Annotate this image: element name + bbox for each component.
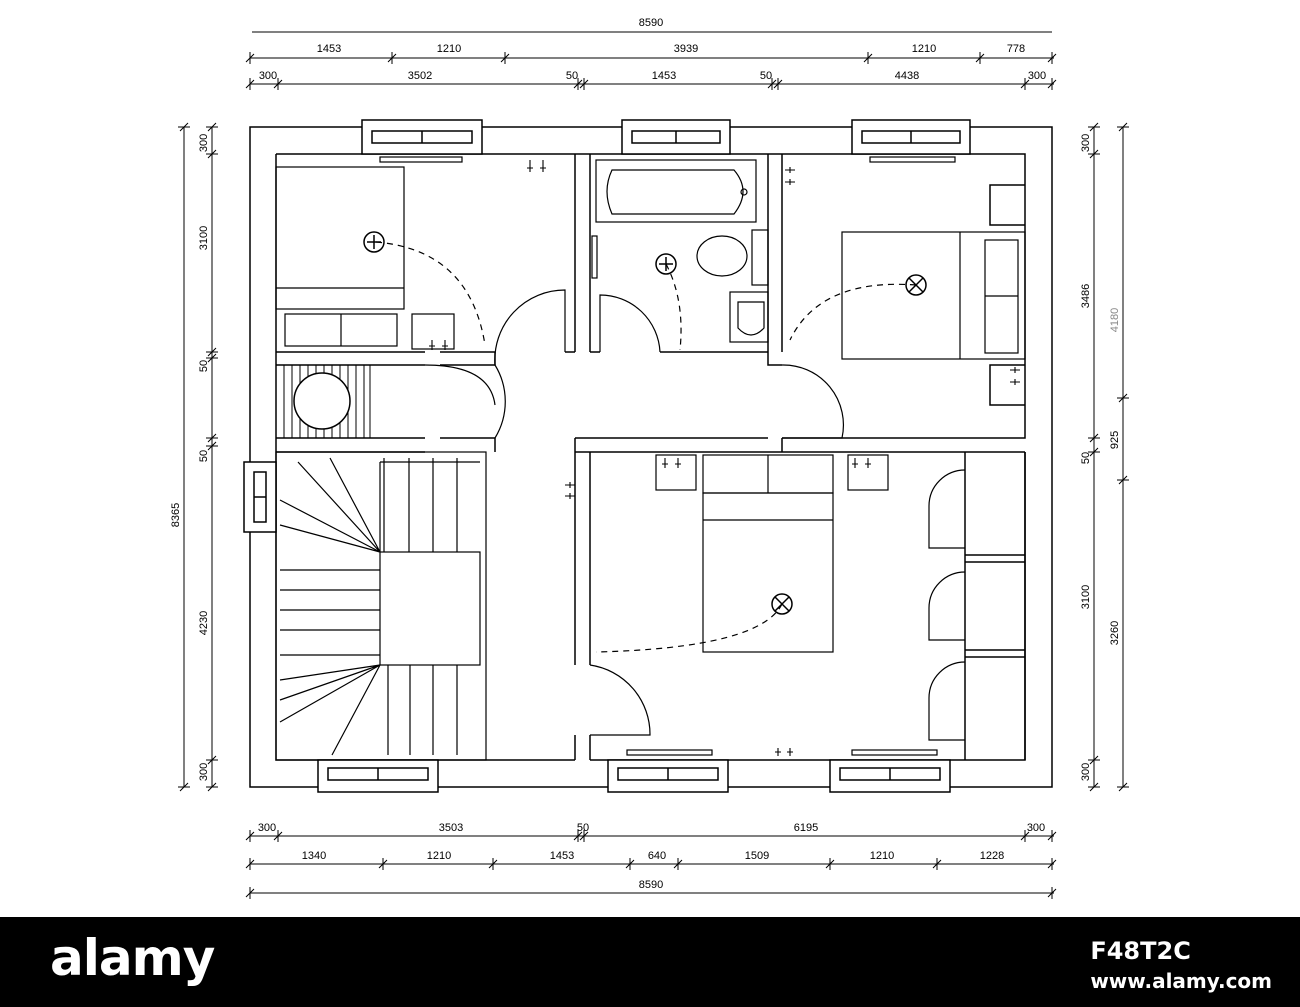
wardrobe-doors [928, 469, 966, 741]
bottom-row2-dim: 1340 [302, 850, 326, 862]
top-overall-dim: 8590 [639, 17, 663, 29]
left-dim: 300 [198, 134, 210, 152]
door-swings [424, 289, 845, 736]
furniture [275, 159, 1026, 653]
sockets [429, 160, 1020, 756]
dimension-lines [178, 31, 1129, 899]
top-row2-dim: 1453 [652, 70, 676, 82]
bottom-row2-dim: 1509 [745, 850, 769, 862]
top-row2-dim: 300 [1028, 70, 1046, 82]
right-outer-dim: 4180 [1109, 308, 1121, 332]
bottom-row2-dim: 1210 [870, 850, 894, 862]
bottom-row1-dim: 300 [258, 822, 276, 834]
top-row2-dim: 4438 [895, 70, 919, 82]
right-inner-dim: 300 [1080, 134, 1092, 152]
top-row1-dim: 1210 [437, 43, 461, 55]
bottom-overall-dim: 8590 [639, 879, 663, 891]
bottom-row2-dim: 1228 [980, 850, 1004, 862]
image-id: F48T2C [1090, 937, 1191, 965]
left-dim: 50 [198, 360, 210, 372]
top-row2-dim: 50 [566, 70, 578, 82]
right-outer-dim: 3260 [1109, 621, 1121, 645]
watermark-footer: alamy F48T2C www.alamy.com [0, 917, 1300, 1007]
left-overall-dim: 8365 [170, 503, 182, 527]
windows [243, 119, 971, 793]
floor-plan-svg: 8590 1453 1210 3939 1210 778 300 3502 50… [170, 17, 1129, 899]
bottom-row1-dim: 6195 [794, 822, 818, 834]
brand-logo: alamy [50, 929, 215, 987]
top-row1-dim: 778 [1007, 43, 1025, 55]
top-row2-dim: 50 [760, 70, 772, 82]
right-inner-dim: 300 [1080, 763, 1092, 781]
building-walls [249, 126, 1053, 788]
light-fixtures [363, 231, 927, 615]
site-url: www.alamy.com [1090, 969, 1272, 993]
left-dim: 50 [198, 450, 210, 462]
left-dim: 300 [198, 763, 210, 781]
left-dim: 4230 [198, 611, 210, 635]
landing-grid [275, 364, 371, 439]
top-row2-dim: 3502 [408, 70, 432, 82]
top-row1-dim: 1453 [317, 43, 341, 55]
right-inner-dim: 3486 [1080, 284, 1092, 308]
right-inner-dim: 50 [1080, 452, 1092, 464]
floor-plan-diagram: 8590 1453 1210 3939 1210 778 300 3502 50… [170, 17, 1129, 899]
bottom-row2-dim: 1210 [427, 850, 451, 862]
top-row1-dim: 3939 [674, 43, 698, 55]
radiators [379, 156, 956, 756]
top-row1-dim: 1210 [912, 43, 936, 55]
bottom-row2-dim: 1453 [550, 850, 574, 862]
staircase [275, 451, 487, 761]
bottom-row1-dim: 300 [1027, 822, 1045, 834]
right-outer-dim: 925 [1109, 431, 1121, 449]
bottom-row1-dim: 50 [577, 822, 589, 834]
right-inner-dim: 3100 [1080, 585, 1092, 609]
image-meta: F48T2C www.alamy.com [1090, 937, 1272, 993]
bottom-row2-dim: 640 [648, 850, 666, 862]
switch-links [375, 241, 917, 653]
top-row2-dim: 300 [259, 70, 277, 82]
left-dim: 3100 [198, 226, 210, 250]
dimension-labels: 8590 1453 1210 3939 1210 778 300 3502 50… [170, 17, 1121, 891]
bottom-row1-dim: 3503 [439, 822, 463, 834]
